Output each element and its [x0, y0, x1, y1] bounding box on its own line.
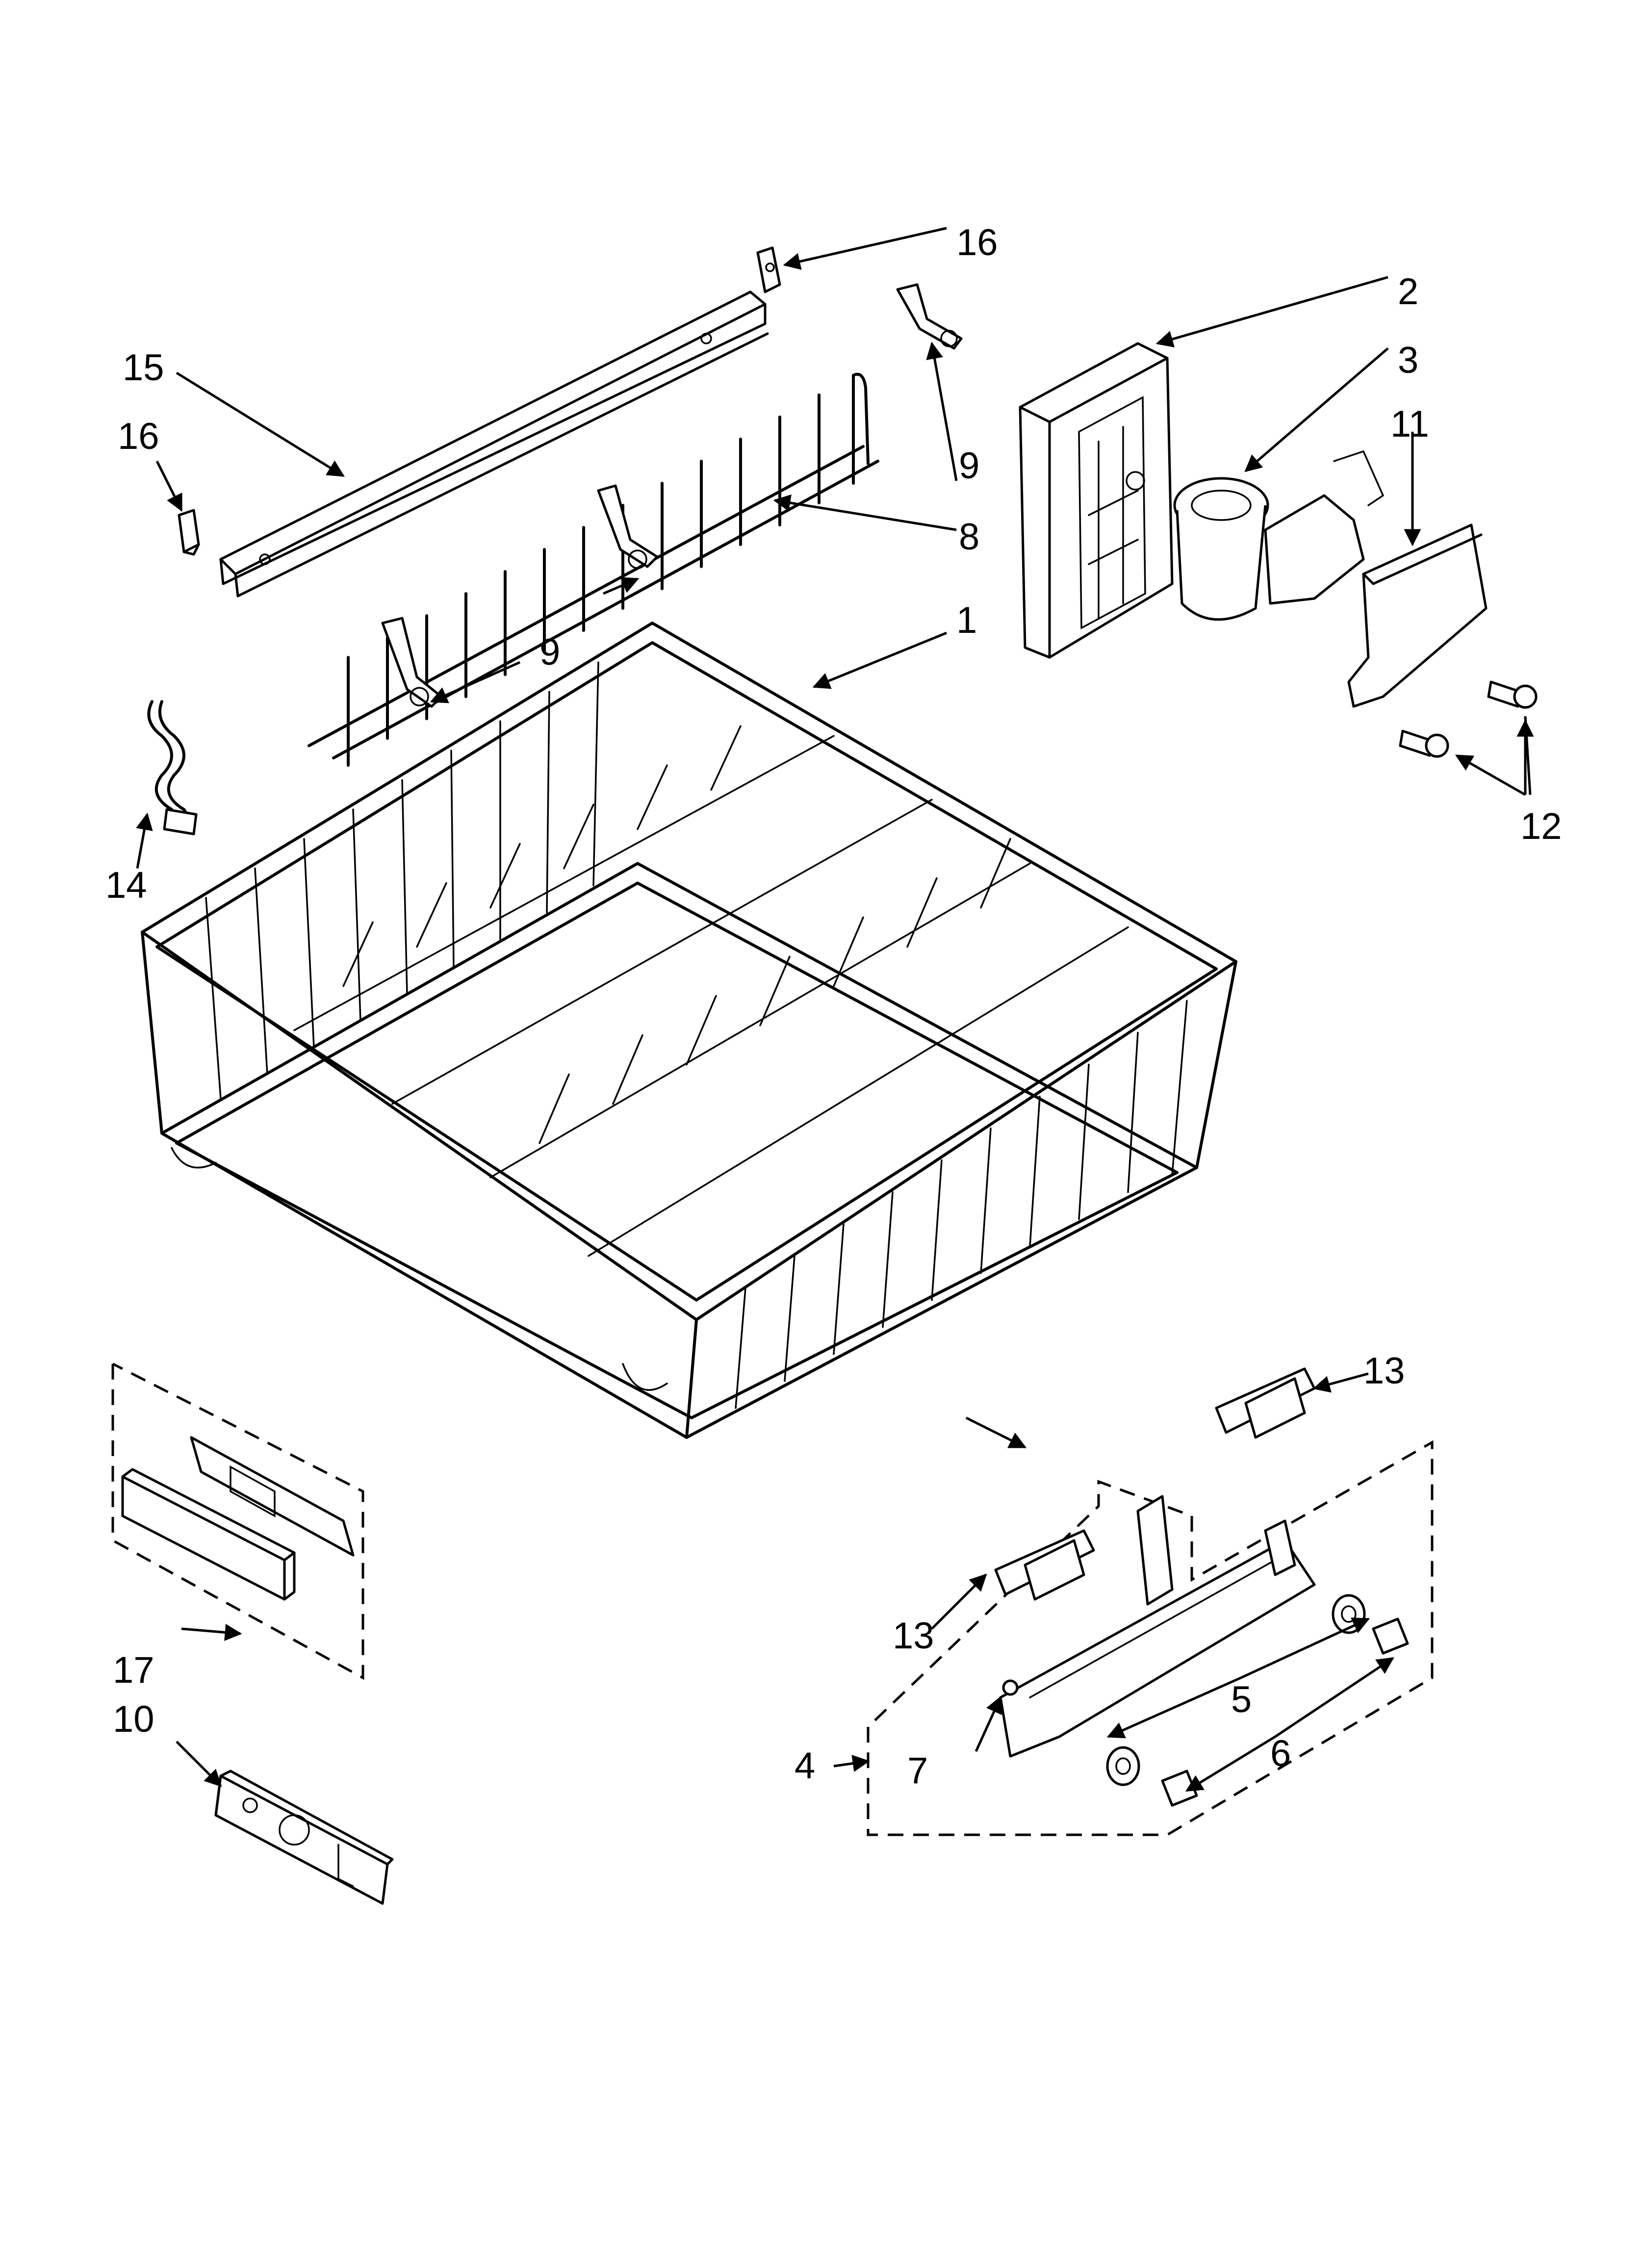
callout-12: 12	[1520, 806, 1562, 847]
rail-end-clip-left	[178, 509, 200, 556]
callout-2: 2	[1398, 271, 1418, 313]
rack-right-pickets	[735, 1000, 1188, 1409]
rack-interior-tines	[293, 725, 1129, 1257]
callout-labels: 16 2 3 15 11 16 9 8 1 9 12 14 13 13 17 5…	[105, 222, 1562, 1792]
cover-screw-bottom	[1399, 730, 1449, 758]
callout-16-left: 16	[118, 416, 159, 457]
slide-13-left	[994, 1529, 1095, 1601]
cover-screw-top	[1487, 680, 1538, 709]
rail-end-clip-right	[756, 246, 781, 293]
slide-13-right	[1215, 1367, 1316, 1439]
callout-11: 11	[1390, 403, 1429, 445]
callout-7: 7	[907, 1750, 928, 1792]
upper-rack-basket	[141, 622, 1237, 1439]
tine-clip-top	[896, 283, 963, 350]
callout-6: 6	[1270, 1733, 1291, 1774]
adjuster-handle	[1173, 450, 1385, 621]
tine-clip-left	[381, 617, 443, 708]
callout-13-right: 13	[1363, 1350, 1405, 1392]
spring-wire-part	[147, 700, 198, 835]
callout-9-top: 9	[959, 445, 979, 487]
rack-adjuster-housing	[1019, 342, 1174, 659]
callout-1: 1	[956, 600, 977, 641]
top-rail-part	[219, 290, 769, 598]
tine-row-part	[308, 372, 879, 767]
callout-5: 5	[1231, 1679, 1252, 1721]
callout-15: 15	[123, 347, 164, 389]
leader-lines	[136, 227, 1534, 1792]
tine-clip-center	[597, 484, 659, 569]
part-10-bracket	[214, 1770, 394, 1905]
part-4-group	[867, 1440, 1434, 1836]
callout-16-top: 16	[956, 222, 998, 263]
callout-13-left: 13	[893, 1615, 934, 1657]
callout-8: 8	[959, 516, 979, 558]
adjuster-cover	[1347, 523, 1488, 708]
part-17-group	[111, 1362, 364, 1680]
callout-14: 14	[105, 864, 147, 906]
callout-3: 3	[1398, 339, 1418, 381]
callout-10: 10	[113, 1698, 154, 1740]
callout-17: 17	[113, 1649, 154, 1691]
callout-9-mid: 9	[539, 631, 560, 673]
callout-4: 4	[795, 1745, 815, 1787]
rack-left-pickets	[205, 661, 599, 1100]
